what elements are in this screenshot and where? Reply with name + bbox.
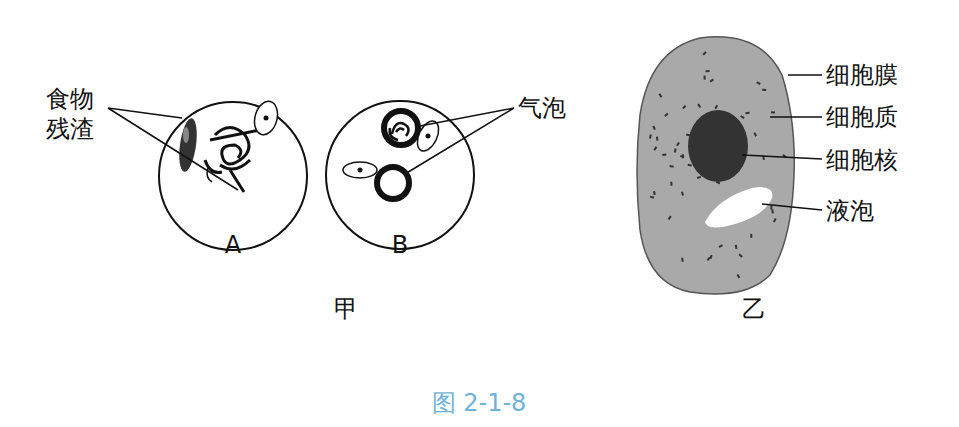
granule bbox=[754, 133, 756, 137]
granule bbox=[719, 245, 723, 247]
part-label: 食物 残渣 bbox=[46, 84, 96, 144]
granule bbox=[688, 164, 692, 167]
vacuole bbox=[705, 187, 772, 227]
panel-letter: B bbox=[392, 230, 408, 260]
part-label: 液泡 bbox=[826, 196, 874, 226]
part-label: 细胞核 bbox=[826, 145, 898, 175]
field-circle-a bbox=[159, 102, 307, 250]
granule bbox=[771, 111, 775, 113]
part-label: 细胞膜 bbox=[826, 60, 898, 90]
residue-highlight bbox=[183, 127, 189, 143]
granule bbox=[774, 218, 776, 222]
granule bbox=[656, 137, 658, 141]
granule bbox=[750, 234, 752, 238]
granule bbox=[771, 209, 774, 213]
granule bbox=[707, 257, 710, 260]
granule bbox=[711, 255, 712, 259]
panel-letter: A bbox=[225, 230, 241, 260]
leader-line bbox=[108, 108, 238, 190]
granule bbox=[659, 94, 661, 97]
granule bbox=[665, 114, 668, 117]
granule bbox=[680, 156, 684, 157]
cell-nucleus bbox=[688, 110, 748, 182]
air-bubble bbox=[384, 111, 418, 145]
granule bbox=[762, 89, 766, 91]
granule bbox=[735, 245, 738, 249]
granule bbox=[681, 258, 683, 262]
cytoplasm-granules bbox=[650, 52, 786, 278]
food-residue-fibre bbox=[205, 128, 260, 193]
granule bbox=[698, 104, 700, 107]
granule bbox=[650, 197, 654, 198]
granule bbox=[710, 79, 713, 81]
granule bbox=[706, 70, 710, 72]
granule bbox=[741, 116, 744, 118]
granule bbox=[757, 82, 760, 84]
granule bbox=[677, 142, 679, 145]
granule bbox=[703, 52, 706, 55]
granule bbox=[662, 153, 666, 156]
granule bbox=[650, 135, 651, 139]
granule bbox=[670, 165, 674, 168]
cheek-cell bbox=[637, 37, 794, 294]
granule bbox=[739, 254, 742, 257]
granule bbox=[670, 182, 672, 186]
granule bbox=[715, 105, 717, 108]
granule bbox=[746, 112, 750, 115]
granule bbox=[770, 206, 772, 210]
figure-label: 乙 bbox=[742, 294, 766, 324]
epithelial-cell bbox=[343, 162, 377, 178]
leader-line bbox=[742, 75, 822, 210]
leader-line bbox=[405, 108, 514, 174]
field-circle-b bbox=[326, 101, 474, 249]
part-label: 气泡 bbox=[518, 93, 566, 123]
air-bubble bbox=[377, 167, 409, 199]
granule bbox=[682, 192, 683, 196]
figure-caption: 图 2-1-8 bbox=[432, 388, 527, 418]
granule bbox=[654, 147, 656, 150]
granule bbox=[674, 149, 677, 153]
epithelial-cell bbox=[251, 99, 281, 138]
part-label: 细胞质 bbox=[826, 102, 898, 132]
bubble-swirl bbox=[390, 123, 409, 140]
granule bbox=[683, 106, 686, 109]
granule bbox=[703, 76, 705, 80]
granule bbox=[653, 126, 655, 130]
cell-nucleus-dot bbox=[264, 116, 269, 121]
granule bbox=[697, 177, 701, 178]
figure-label: 甲 bbox=[334, 294, 358, 324]
granule bbox=[669, 216, 671, 219]
granule bbox=[737, 274, 739, 277]
cell-nucleus-dot bbox=[426, 134, 431, 139]
cell-nucleus-dot bbox=[358, 168, 363, 173]
granule bbox=[653, 191, 656, 195]
